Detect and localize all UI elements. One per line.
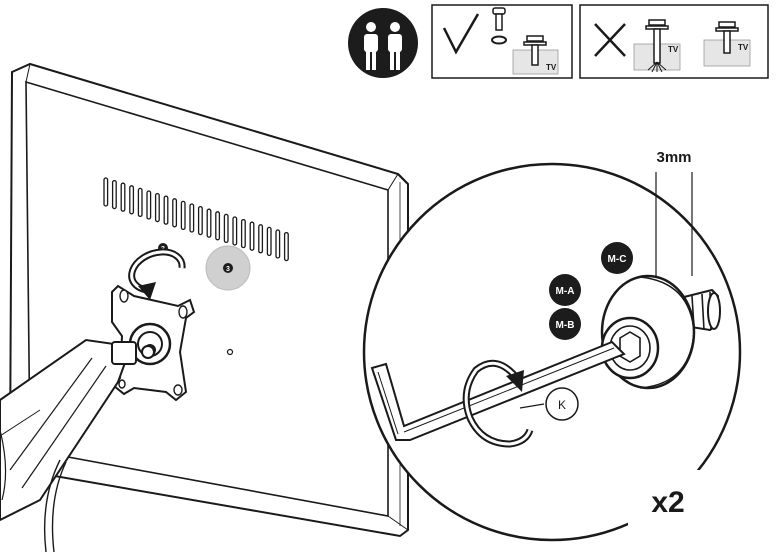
- svg-text:3mm: 3mm: [656, 149, 691, 166]
- part-badge-mb: M-B: [549, 308, 581, 340]
- vent-slot: [163, 195, 169, 225]
- vent-slot: [249, 221, 255, 251]
- svg-text:K: K: [558, 398, 566, 412]
- monitor-back: [8, 62, 409, 538]
- vent-slot: [197, 205, 203, 236]
- tool-label-k: K: [519, 387, 579, 421]
- incorrect-usage-panel: TV TV: [579, 4, 769, 79]
- dimension-3mm: 3mm: [655, 149, 693, 278]
- rotate-arrow-icon: [128, 248, 186, 300]
- correct-usage-panel: TV: [431, 4, 573, 79]
- screw-washer-detail: [600, 274, 721, 390]
- allen-key-tool: [370, 340, 626, 441]
- hole-marker-large: 3: [205, 245, 251, 291]
- vent-slot: [258, 224, 264, 254]
- svg-text:3: 3: [226, 266, 230, 273]
- vent-slot: [240, 218, 246, 249]
- vent-slot: [232, 216, 238, 246]
- vent-slot: [283, 231, 289, 262]
- tv-label-ok: TV: [546, 63, 557, 72]
- vent-slot: [206, 208, 212, 238]
- mounted-screw-icon: [523, 35, 547, 66]
- vent-slot: [137, 187, 143, 218]
- screw-too-long-icon: [645, 19, 669, 73]
- vent-slots: [103, 177, 289, 262]
- vent-slot: [120, 182, 126, 212]
- part-badge-ma: M-A: [549, 274, 581, 306]
- vent-slot: [172, 198, 178, 228]
- screw-with-washer-icon: [491, 7, 507, 45]
- vent-slot: [223, 213, 229, 244]
- detail-zoom-circle: [362, 162, 742, 542]
- svg-text:M-B: M-B: [556, 320, 575, 331]
- vent-slot: [103, 177, 109, 207]
- part-badge-mc: M-C: [601, 242, 633, 274]
- vent-slot: [111, 179, 117, 210]
- tv-label-bad-2: TV: [738, 43, 749, 52]
- vent-slot: [146, 190, 152, 220]
- quantity-label: x2: [651, 486, 684, 519]
- svg-text:M-A: M-A: [556, 286, 575, 297]
- monitor-arm: [0, 338, 155, 552]
- tv-label-bad-1: TV: [668, 45, 679, 54]
- svg-text:M-C: M-C: [608, 254, 627, 265]
- vent-slot: [266, 226, 272, 257]
- vent-slot: [129, 185, 135, 215]
- check-mark-icon: [442, 13, 480, 55]
- vent-slot: [275, 229, 281, 259]
- cross-mark-icon: [594, 23, 626, 57]
- screw-without-washer-icon: [715, 21, 739, 54]
- vent-slot: [189, 203, 195, 233]
- vent-slot: [154, 192, 160, 223]
- rotate-direction-icon: [462, 359, 534, 448]
- vent-slot: [180, 200, 186, 231]
- vent-slot: [215, 211, 221, 241]
- two-person-icon: [348, 8, 418, 78]
